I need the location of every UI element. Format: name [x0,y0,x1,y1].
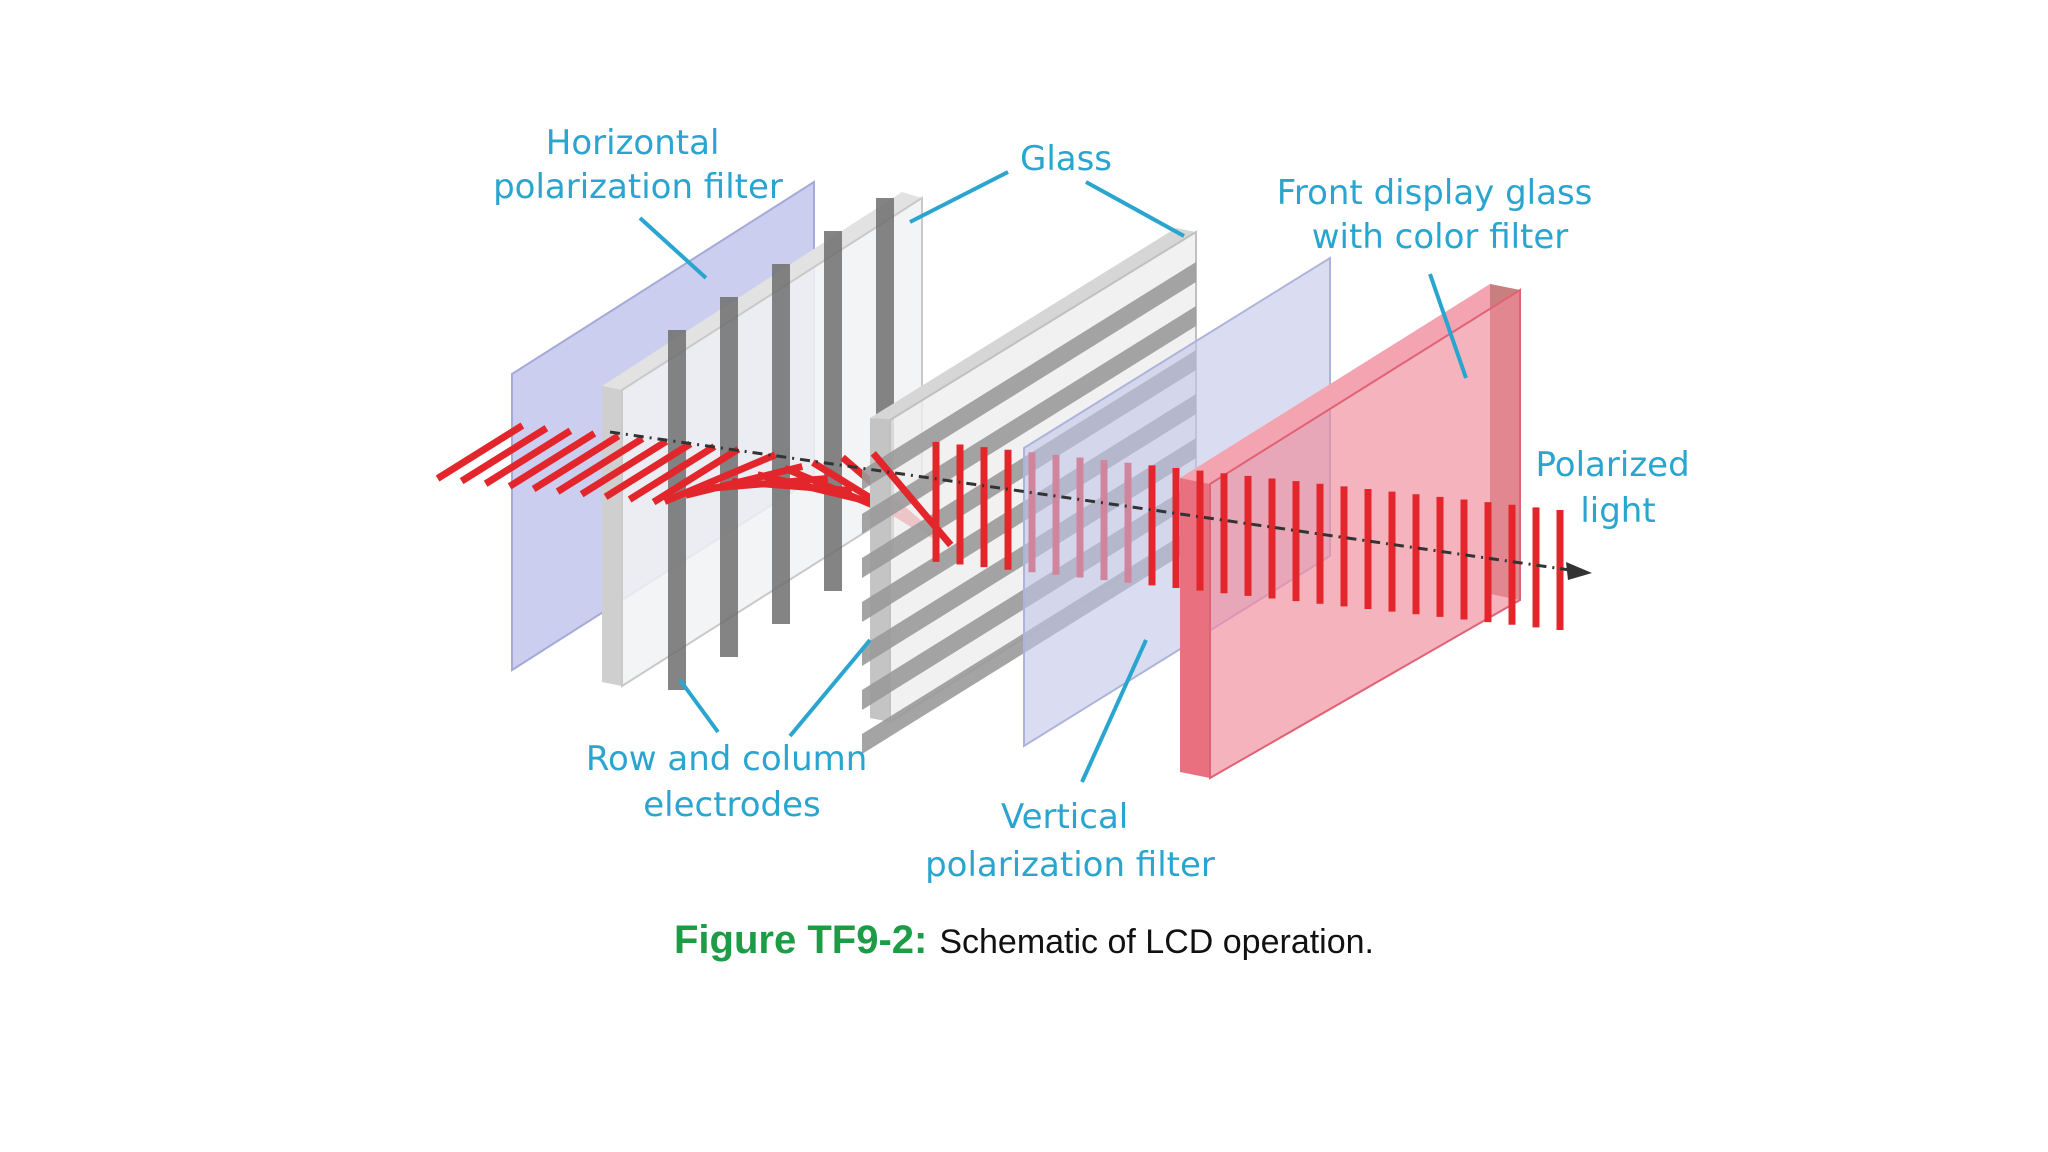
vertical-filter-label-line2: polarization filter [925,845,1215,885]
glass-label-text: Glass [1020,139,1112,179]
leader-glass-left [909,170,1009,224]
leader-electrodes-right [788,638,872,738]
light-ray-segment [651,446,741,506]
column-electrode [772,264,790,624]
light-ray-segment [627,443,717,503]
light-ray-segment [663,451,777,505]
polarized-light-label-line1: Polarized [1536,445,1690,485]
front-glass-edge [870,228,1196,420]
color-filter-top [1180,284,1520,484]
figure-caption: Figure TF9-2: Schematic of LCD operation. [0,918,2048,963]
leader-electrodes-left [678,678,720,734]
vertical-filter-label: Vertical polarization filter [925,797,1215,885]
leader-horizontal-filter [638,216,708,280]
leader-vertical-filter [1080,639,1148,783]
light-path-arrowhead [1566,562,1592,580]
row-electrode [862,262,1196,490]
leader-lines [638,170,1468,783]
light-path-line [609,430,1571,572]
horizontal-filter-label-line1: Horizontal [546,123,720,163]
light-rays-back [435,422,936,539]
light-ray-segment [579,438,669,498]
light-ray-segment [531,433,621,492]
light-ray-segment [435,422,525,482]
horizontal-filter-label: Horizontal polarization filter [493,123,783,207]
front-glass-label-line2: with color filter [1312,217,1569,257]
polarized-light-label: Polarized light [1536,445,1701,531]
horizontal-filter-label-line2: polarization filter [493,167,783,207]
light-ray-segment [483,427,573,487]
leader-glass-right [1085,180,1185,238]
column-electrode [824,231,842,591]
polarized-light-label-line2: light [1580,491,1655,531]
vertical-filter-label-line1: Vertical [1001,797,1128,837]
row-electrode [862,306,1196,534]
light-ray-segment [555,435,645,495]
electrodes-label-line2: electrodes [643,785,821,825]
electrodes-label: Row and column electrodes [586,739,878,825]
light-ray-segment [459,425,549,485]
light-ray-segment [603,440,693,500]
electrodes-label-line1: Row and column [586,739,867,779]
column-electrode [668,330,686,690]
front-glass-label: Front display glass with color filter [1277,173,1603,257]
glass-label: Glass [1020,139,1112,179]
front-glass-label-line1: Front display glass [1277,173,1593,213]
leader-front-glass [1428,273,1468,379]
color-filter-side [1180,478,1210,778]
light-rays-front [1148,465,1564,630]
caption-text: Schematic of LCD operation. [939,923,1374,961]
light-ray-segment [507,430,597,490]
back-glass-layer [602,192,923,690]
figure-number: Figure TF9-2: [673,918,928,962]
